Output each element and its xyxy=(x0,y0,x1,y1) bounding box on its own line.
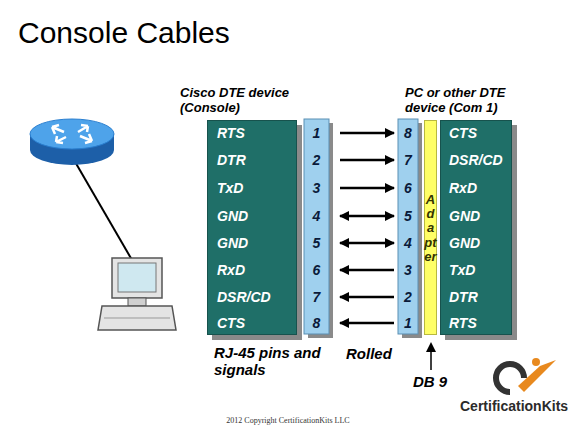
pin-strips xyxy=(304,119,422,338)
monitor xyxy=(112,258,162,298)
device-heading: PC or other DTE device (Com 1) xyxy=(405,85,530,115)
signal-arrow xyxy=(340,269,394,272)
db9-pointer xyxy=(426,342,436,370)
signal-arrow xyxy=(340,159,394,162)
signal-name: RTS xyxy=(217,124,245,142)
signal-name: DTR xyxy=(217,151,246,169)
pin-number: 4 xyxy=(398,232,418,254)
pin-number: 6 xyxy=(398,177,418,199)
device-heading: Cisco DTE device (Console) xyxy=(180,85,310,115)
signal-name: TxD xyxy=(217,179,243,197)
slide-title: Console Cables xyxy=(18,16,230,50)
signal-arrow xyxy=(340,215,394,218)
signal-box: PC or other DTE device (Com 1)CTSDSR/CDR… xyxy=(440,120,512,335)
signal-name: DSR/CD xyxy=(217,288,271,306)
signal-name: RTS xyxy=(449,314,477,332)
signal-name: DTR xyxy=(449,288,478,306)
pin-number: 2 xyxy=(398,286,418,308)
pin-cell: 5 xyxy=(305,232,328,254)
pin-cell: 6 xyxy=(305,259,328,281)
pin-cell: 1 xyxy=(305,122,328,144)
pin-number: 3 xyxy=(305,177,328,199)
signal-arrow xyxy=(340,242,394,245)
stand xyxy=(128,298,146,306)
signal-box: Cisco DTE device (Console)RTSDTRTxDGNDGN… xyxy=(207,120,297,335)
leader-line xyxy=(430,350,432,370)
pin-cell: 3 xyxy=(305,177,328,199)
signal-arrow xyxy=(340,322,394,325)
pin-cell: 7 xyxy=(398,149,418,171)
pin-cell: 8 xyxy=(398,122,418,144)
pin-cell: 8 xyxy=(305,312,328,334)
signal-name: GND xyxy=(449,234,480,252)
router-icon xyxy=(30,119,132,260)
adapter-strip: Adapter xyxy=(424,120,437,335)
pin-number: 7 xyxy=(305,286,328,308)
logo-dot xyxy=(532,358,540,366)
pin-cell: 2 xyxy=(398,286,418,308)
signal-name: TxD xyxy=(449,261,475,279)
signal-name: RxD xyxy=(217,261,245,279)
keyboard xyxy=(98,306,176,330)
pin-number: 5 xyxy=(398,205,418,227)
pin-number: 8 xyxy=(305,312,328,334)
pin-cell: 3 xyxy=(398,259,418,281)
signal-name: DSR/CD xyxy=(449,151,503,169)
signal-arrow xyxy=(340,132,394,135)
connector-label: DB 9 xyxy=(413,373,463,390)
signal-name: GND xyxy=(217,234,248,252)
pin-number: 8 xyxy=(398,122,418,144)
rj45-pin-strip xyxy=(304,119,329,334)
leader-arrowhead xyxy=(426,342,436,352)
pin-cell: 1 xyxy=(398,312,418,334)
router-arrows xyxy=(52,125,92,143)
pc-icon xyxy=(98,258,176,330)
pin-number: 4 xyxy=(305,205,328,227)
pin-cell: 2 xyxy=(305,149,328,171)
pin-cell: 5 xyxy=(398,205,418,227)
signal-name: GND xyxy=(217,207,248,225)
console-cable xyxy=(74,160,132,260)
pin-cell: 6 xyxy=(398,177,418,199)
keyboard-row xyxy=(104,318,170,319)
router-top xyxy=(30,119,114,149)
pin-number: 1 xyxy=(398,312,418,334)
signal-name: GND xyxy=(449,207,480,225)
cable-type: Rolled xyxy=(346,345,406,362)
pin-cell: 4 xyxy=(305,205,328,227)
copyright-footer: 2012 Copyright CertificationKits LLC xyxy=(0,416,576,426)
pin-caption: RJ-45 pins and signals xyxy=(214,344,324,378)
logo-graphic xyxy=(496,358,556,392)
pin-number: 5 xyxy=(305,232,328,254)
pin-number: 2 xyxy=(305,149,328,171)
adapter-label: Adapter xyxy=(424,193,437,264)
pin-number: 7 xyxy=(398,149,418,171)
signal-name: CTS xyxy=(217,314,245,332)
signal-name: CTS xyxy=(449,124,477,142)
signal-arrow xyxy=(340,296,394,299)
pin-cell: 4 xyxy=(398,232,418,254)
pin-number: 1 xyxy=(305,122,328,144)
logo-text: CertificationKits xyxy=(460,398,576,414)
db9-pin-strip xyxy=(398,119,418,334)
signal-arrow xyxy=(340,187,394,190)
signal-name: RxD xyxy=(449,179,477,197)
pin-cell: 7 xyxy=(305,286,328,308)
pin-number: 3 xyxy=(398,259,418,281)
pin-number: 6 xyxy=(305,259,328,281)
screen xyxy=(118,263,156,292)
